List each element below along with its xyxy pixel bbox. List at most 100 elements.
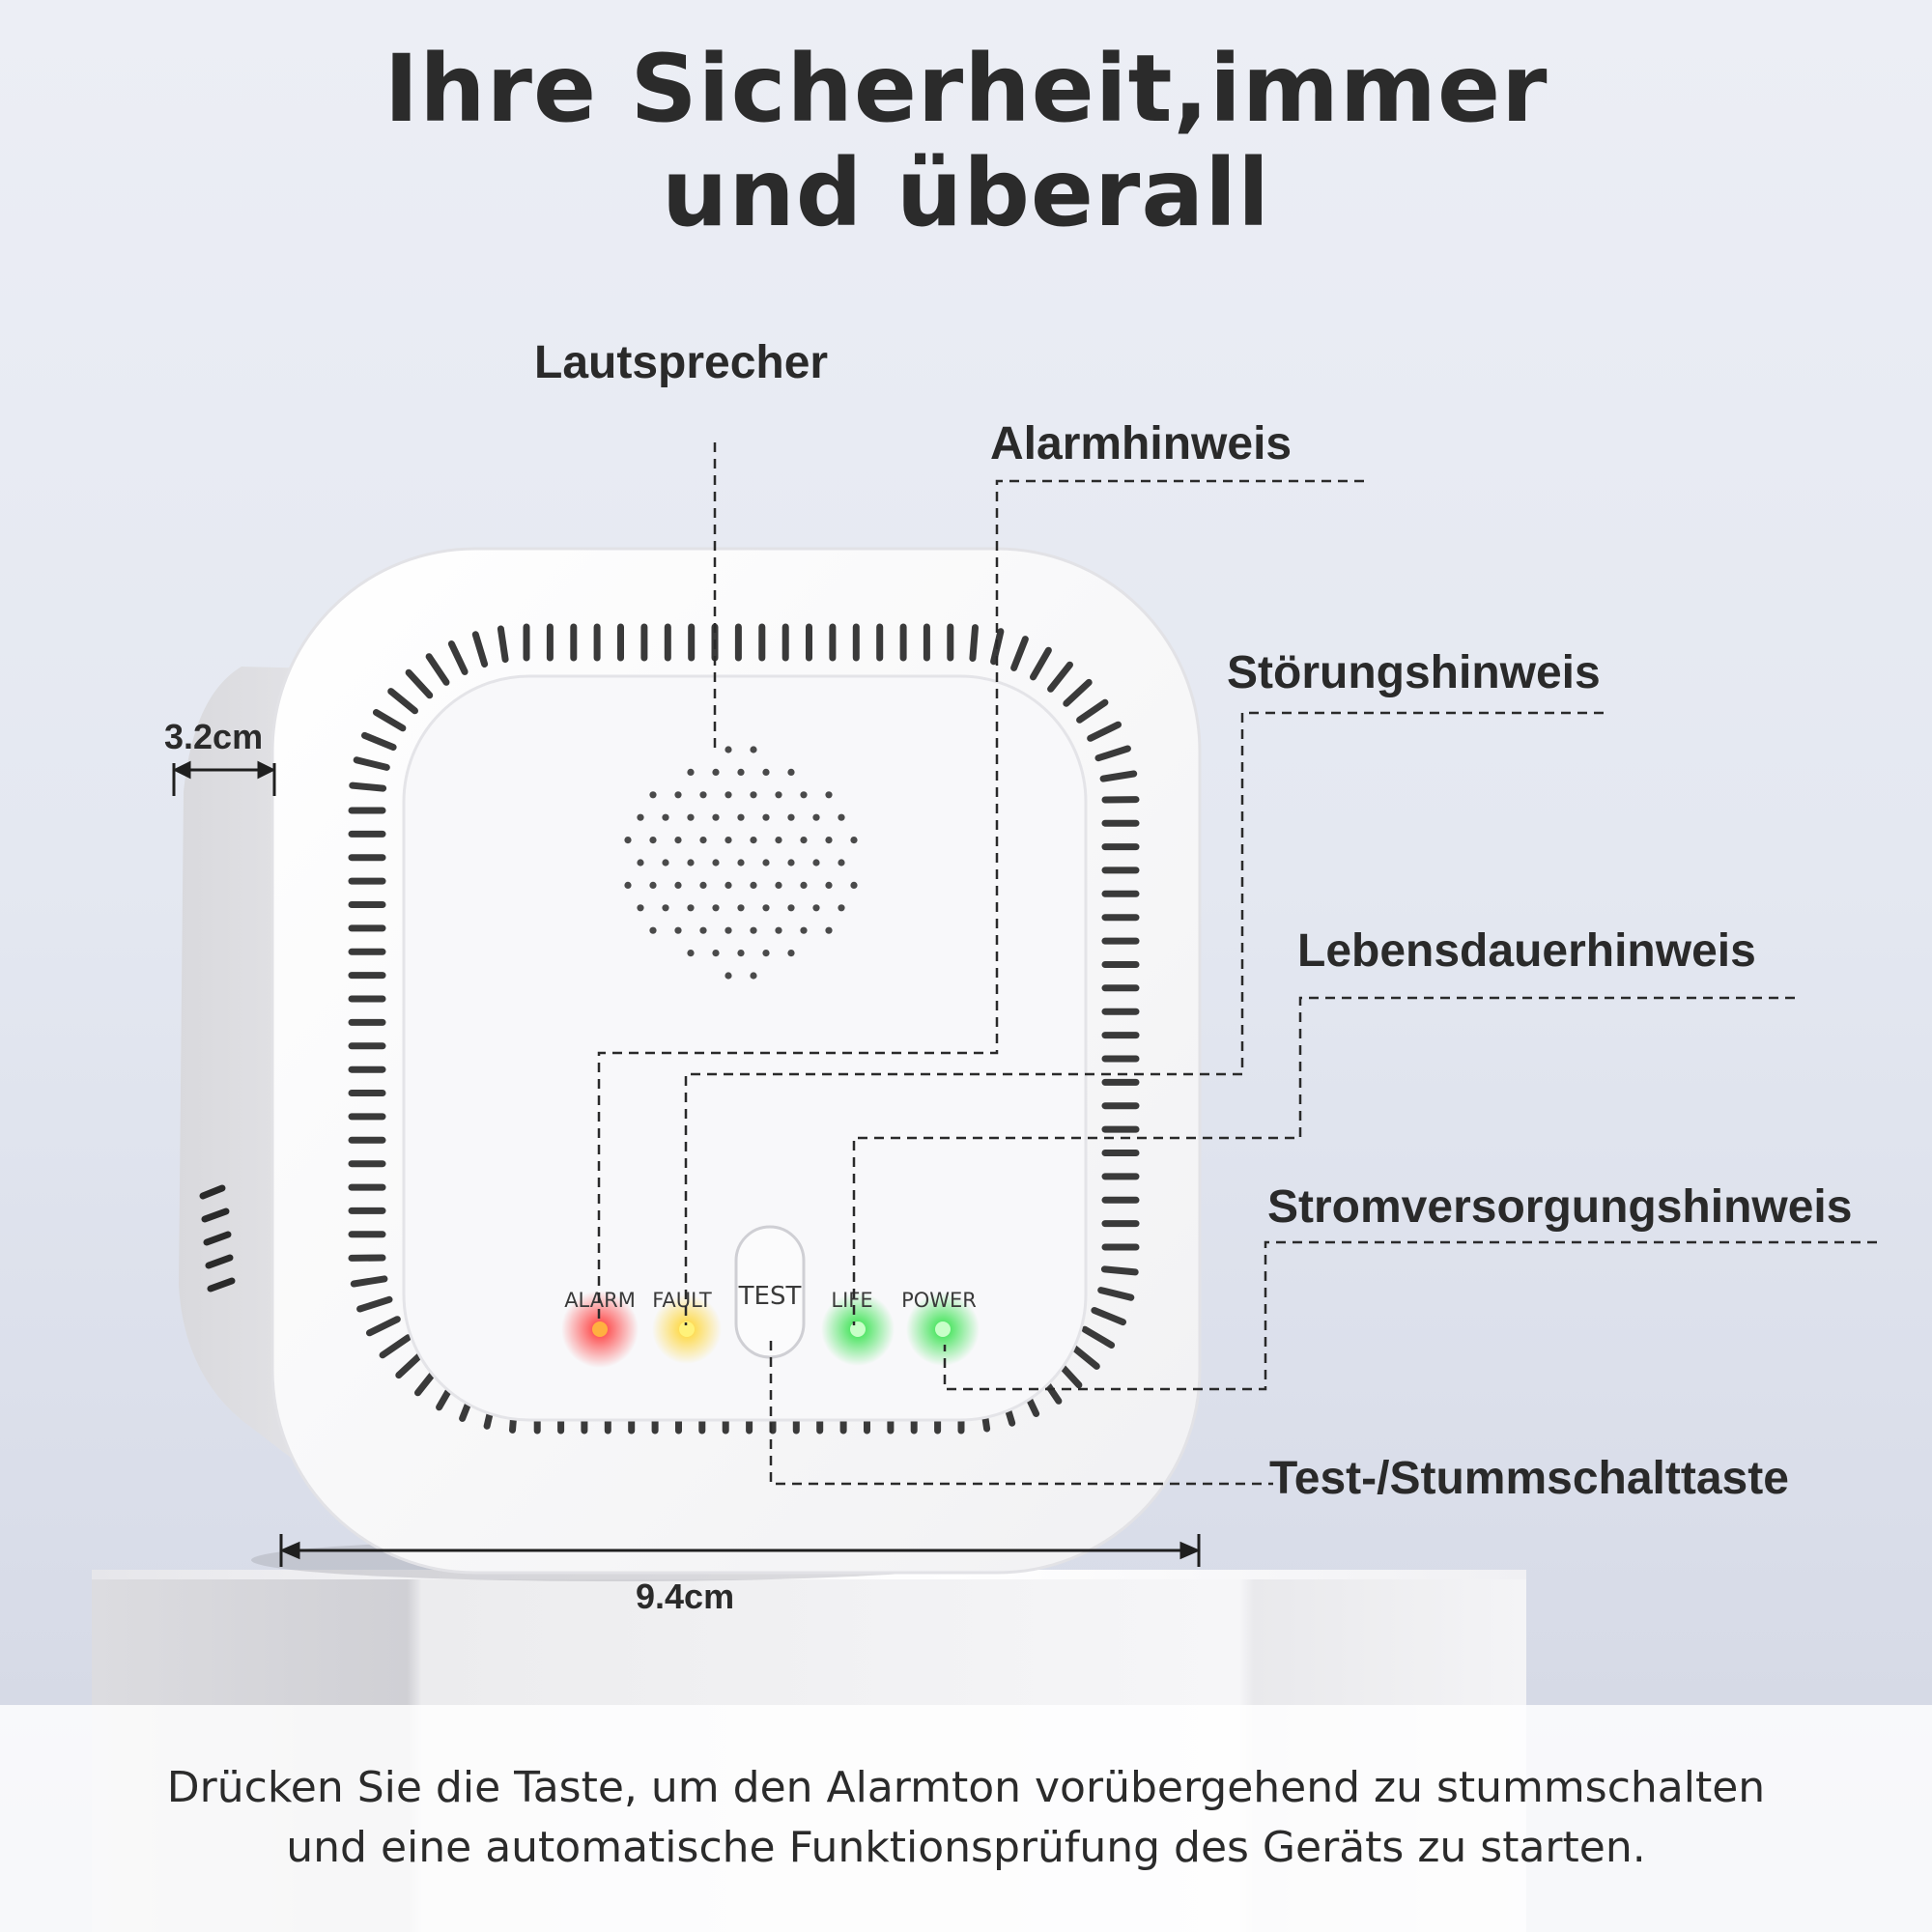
speaker-hole: [775, 881, 782, 890]
vent-slot: [1047, 661, 1073, 693]
vent-slot: [1099, 770, 1138, 782]
test-button-callout-label: Test-/Stummschalttaste: [1269, 1453, 1789, 1504]
speaker-hole: [750, 746, 757, 753]
fault-indicator-label: Störungshinweis: [1227, 647, 1601, 698]
speaker-hole: [737, 904, 745, 912]
speaker-hole: [674, 791, 682, 799]
vent-slot: [425, 653, 450, 686]
vent-slot: [969, 624, 979, 662]
alarm-callout-line: [597, 479, 1364, 1325]
side-vents: [199, 1184, 236, 1293]
speaker-hole: [812, 904, 820, 912]
speaker-hole: [838, 904, 845, 912]
speaker-hole: [737, 768, 745, 777]
vent-slot: [1091, 1307, 1126, 1326]
speaker-hole: [787, 768, 795, 777]
speaker-hole: [662, 859, 669, 867]
speaker-hole: [825, 881, 833, 890]
vent-slot: [366, 1316, 401, 1337]
speaker-hole: [762, 813, 770, 821]
speaker-hole: [825, 791, 833, 799]
speaker-hole: [750, 926, 757, 934]
vent-slot: [1030, 646, 1052, 681]
test-callout-line: [769, 1341, 1273, 1486]
headline-line-2: und überall: [662, 139, 1270, 247]
speaker-hole: [712, 904, 720, 912]
speaker-hole: [687, 904, 695, 912]
speaker-hole: [724, 881, 732, 890]
speaker-hole: [750, 972, 757, 980]
dimension-depth: [172, 760, 276, 796]
speaker-hole: [687, 950, 695, 957]
speaker-hole: [724, 837, 732, 844]
speaker-hole: [712, 813, 720, 821]
vent-slot: [361, 731, 397, 751]
led-life: LIFE: [821, 1289, 895, 1366]
speaker-hole: [737, 859, 745, 867]
speaker-hole: [838, 859, 845, 867]
speaker-hole: [712, 859, 720, 867]
power-indicator-label: Stromversorgungshinweis: [1267, 1181, 1853, 1233]
speaker-hole: [674, 926, 682, 934]
speaker-hole: [850, 881, 858, 890]
fault-callout-line: [684, 711, 1604, 1325]
speaker-hole: [699, 791, 707, 799]
footer-band: [0, 1705, 1932, 1932]
speaker-hole: [662, 904, 669, 912]
vent-slot: [353, 756, 390, 771]
vent-slot: [356, 1295, 393, 1313]
speaker-hole: [787, 859, 795, 867]
speaker-hole: [800, 881, 808, 890]
speaker-hole: [637, 904, 644, 912]
speaker-hole: [699, 881, 707, 890]
headline-line-1: Ihre Sicherheit,immer: [384, 35, 1548, 143]
speaker-hole: [712, 950, 720, 957]
speaker-hole: [762, 768, 770, 777]
speaker-hole: [750, 791, 757, 799]
led-fault-label: FAULT: [652, 1289, 712, 1312]
vent-slot: [1063, 678, 1093, 707]
speaker-hole: [674, 881, 682, 890]
speaker-hole: [649, 791, 657, 799]
speaker-hole: [687, 859, 695, 867]
power-callout-line: [943, 1240, 1877, 1391]
speaker-hole: [838, 813, 845, 821]
speaker-hole: [724, 972, 732, 980]
test-button-label: TEST: [738, 1282, 802, 1311]
speaker-hole: [825, 926, 833, 934]
inner-panel: [402, 674, 1088, 1422]
vent-slot: [1076, 698, 1109, 724]
speaker-label: Lautsprecher: [534, 337, 829, 388]
vent-slot: [379, 1334, 412, 1359]
speaker-hole: [787, 813, 795, 821]
speaker-hole: [737, 813, 745, 821]
speaker-hole: [687, 813, 695, 821]
speaker-hole: [775, 926, 782, 934]
speaker-hole: [812, 813, 820, 821]
speaker-hole: [637, 859, 644, 867]
speaker-hole: [800, 926, 808, 934]
speaker-hole: [825, 837, 833, 844]
led-power: POWER: [901, 1289, 980, 1366]
speaker-hole: [712, 768, 720, 777]
speaker-hole: [724, 926, 732, 934]
speaker-hole: [775, 837, 782, 844]
led-fault: FAULT: [652, 1289, 722, 1364]
speaker-hole: [787, 950, 795, 957]
speaker-hole: [637, 813, 644, 821]
alarm-indicator-label: Alarmhinweis: [990, 418, 1293, 469]
footer-line-2: und eine automatische Funktionsprüfung d…: [286, 1823, 1646, 1872]
vent-slot: [1010, 636, 1029, 671]
speaker-hole: [787, 904, 795, 912]
life-callout-line: [852, 996, 1795, 1325]
vent-ring: [348, 623, 1140, 1435]
speaker-hole: [750, 881, 757, 890]
width-dimension-label: 9.4cm: [636, 1577, 735, 1616]
speaker-hole: [800, 791, 808, 799]
led-power-label: POWER: [901, 1289, 977, 1312]
depth-dimension-label: 3.2cm: [164, 717, 264, 756]
footer-description: Drücken Sie die Taste, um den Alarmton v…: [0, 1758, 1932, 1878]
vent-slot: [1100, 1265, 1139, 1276]
vent-slot: [405, 668, 434, 699]
